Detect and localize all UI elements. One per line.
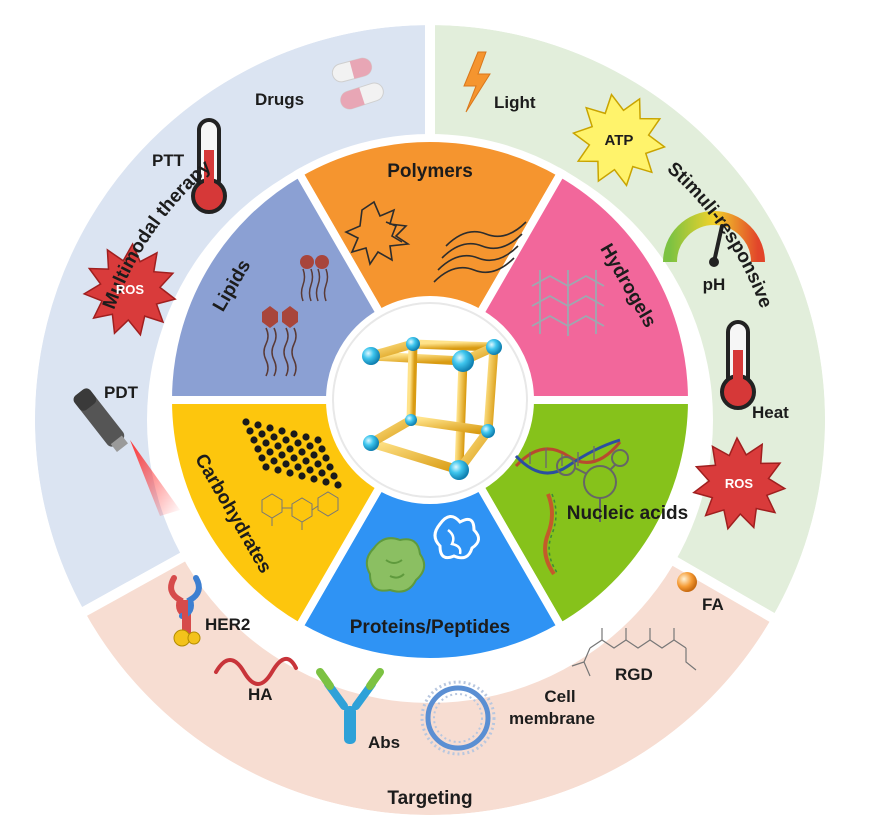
carbohydrate-dot (254, 421, 262, 429)
carbohydrate-dot (286, 445, 294, 453)
label-ros-right: ROS (725, 476, 754, 491)
polymer-chains-icon (344, 200, 527, 283)
label-ph: pH (703, 275, 726, 294)
segment-hydrogels (474, 167, 697, 404)
carbohydrate-dot (298, 472, 306, 480)
carbohydrate-dot (274, 442, 282, 450)
label-membrane: membrane (509, 709, 595, 728)
label-light: Light (494, 93, 536, 112)
label-cell: Cell (544, 687, 575, 706)
cell-membrane-icon (420, 680, 496, 756)
carbohydrate-dot (330, 472, 338, 480)
carbohydrate-dot (290, 430, 298, 438)
framework-cube-icon (362, 337, 502, 480)
carbohydrate-dot (270, 457, 278, 465)
carbohydrate-dot (286, 469, 294, 477)
carbohydrate-dot (254, 445, 262, 453)
carbohydrate-dot (250, 436, 258, 444)
segment-label-proteins: Proteins/Peptides (350, 617, 511, 638)
carbohydrate-dot (290, 454, 298, 462)
antibody-icon (316, 668, 384, 744)
carbohydrate-dot (302, 457, 310, 465)
segment-nucleic (474, 396, 697, 633)
lightning-icon (463, 51, 491, 113)
her2-receptor-icon (168, 575, 202, 647)
label-rgd: RGD (615, 665, 653, 684)
center-disc (332, 302, 528, 498)
label-atp: ATP (605, 132, 634, 149)
label-abs: Abs (368, 733, 400, 752)
carbohydrate-dot (262, 439, 270, 447)
carbohydrate-dot (282, 460, 290, 468)
carbohydrate-dot (294, 463, 302, 471)
label-heat: Heat (752, 403, 789, 422)
segment-polymers (293, 134, 567, 319)
label-her2: HER2 (205, 615, 250, 634)
carbohydrate-dot (282, 436, 290, 444)
carbohydrate-dot (322, 454, 330, 462)
carbohydrate-dot (262, 463, 270, 471)
protein-icon (365, 515, 480, 593)
carbohydrate-dot (318, 445, 326, 453)
rna-icon (543, 449, 629, 576)
carbohydrate-dot (326, 463, 334, 471)
carbohydrate-dot (270, 433, 278, 441)
carbohydrate-dot (278, 427, 286, 435)
segment-label-nucleic: Nucleic acids (567, 503, 688, 524)
atp-burst-icon (571, 93, 667, 187)
ph-gauge-icon (663, 211, 765, 267)
thermometer-icon (191, 118, 227, 214)
ros-burst-icon (82, 242, 177, 337)
carbohydrate-dot (334, 481, 342, 489)
folic-acid-icon (677, 572, 697, 592)
ha-wave-icon (214, 657, 298, 686)
carbohydrate-dot (258, 454, 266, 462)
carbohydrate-dot (258, 430, 266, 438)
hydrogel-network-icon (531, 270, 605, 336)
carbohydrate-dot (278, 451, 286, 459)
laser-pointer-icon (73, 388, 180, 516)
carbohydrate-dot (266, 424, 274, 432)
carbohydrate-dot (246, 427, 254, 435)
label-ha: HA (248, 685, 273, 704)
label-drugs: Drugs (255, 90, 304, 109)
carbohydrate-dot (302, 433, 310, 441)
dna-icon (514, 438, 622, 475)
segment-proteins (293, 481, 567, 666)
segment-label-polymers: Polymers (387, 161, 473, 182)
carbohydrate-dot (298, 448, 306, 456)
carbohydrate-dot (310, 451, 318, 459)
label-ros-left: ROS (116, 282, 145, 297)
carbohydrate-dot (266, 448, 274, 456)
carbohydrate-dot (274, 466, 282, 474)
label-fa: FA (702, 595, 724, 614)
carbohydrate-dot (322, 478, 330, 486)
carbohydrate-dot (306, 442, 314, 450)
carbohydrate-dot (294, 439, 302, 447)
carbohydrate-dot (310, 475, 318, 483)
carbohydrate-dot (314, 460, 322, 468)
drug-capsules-icon (331, 57, 384, 110)
ros-burst-right-icon (692, 436, 787, 531)
section-title-targeting: Targeting (387, 788, 472, 809)
label-pdt: PDT (104, 383, 139, 402)
carbohydrate-dot (242, 418, 250, 426)
carbohydrate-dot (306, 466, 314, 474)
rgd-structure-icon (571, 628, 697, 677)
lipid-icon (262, 255, 329, 377)
segment-lipids (163, 167, 386, 404)
label-ptt: PTT (152, 151, 185, 170)
carbohydrate-dot (318, 469, 326, 477)
carbohydrate-dot (314, 436, 322, 444)
heat-thermometer-icon (720, 320, 756, 410)
carbohydrate-icon (242, 418, 342, 530)
